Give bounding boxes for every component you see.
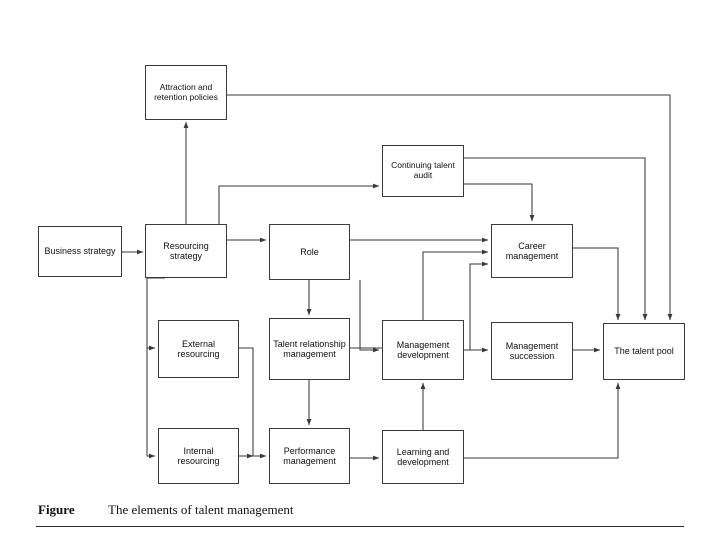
edge-career-to-talent-pool [573, 247, 621, 321]
edge-audit-to-talent-pool [464, 157, 648, 321]
node-resourcing-strategy[interactable]: Resourcing strategy [145, 224, 227, 278]
node-label: External resourcing [177, 338, 220, 359]
edge-resourcing-to-external [146, 277, 165, 351]
caption-divider [36, 526, 684, 527]
node-label: Resourcing strategy [163, 240, 209, 261]
edge-external-to-performance [239, 347, 267, 459]
node-label: Management succession [505, 340, 559, 361]
node-label: Continuing talent audit [391, 160, 455, 180]
edge-attraction-to-talent-pool [227, 94, 673, 321]
node-label: Career management [505, 240, 559, 261]
node-label: Management development [396, 339, 450, 360]
node-continuing-talent-audit[interactable]: Continuing talent audit [382, 145, 464, 197]
figure-caption-title: The elements of talent management [108, 502, 294, 517]
node-learning-and-development[interactable]: Learning and development [382, 430, 464, 484]
node-internal-resourcing[interactable]: Internal resourcing [158, 428, 239, 484]
node-label: Role [300, 246, 319, 257]
node-label: Internal resourcing [177, 445, 220, 466]
node-business-strategy[interactable]: Business strategy [38, 226, 122, 277]
node-talent-relationship-management[interactable]: Talent relationship management [269, 318, 350, 380]
node-attraction-retention-policies[interactable]: Attraction and retention policies [145, 65, 227, 120]
edge-learning-to-talent-pool [464, 382, 621, 459]
node-performance-management[interactable]: Performance management [269, 428, 350, 484]
talent-management-flowchart: Attraction and retention policies Contin… [38, 65, 685, 484]
node-label: Business strategy [44, 246, 116, 257]
edge-audit-to-career [464, 183, 535, 222]
edge-mgmt-development-to-career [464, 261, 489, 351]
node-management-succession[interactable]: Management succession [491, 322, 573, 380]
node-label: Learning and development [396, 446, 450, 467]
flowchart-connectors [122, 94, 673, 461]
figure-caption-label: Figure [38, 502, 75, 517]
node-label: Performance management [283, 445, 336, 466]
node-management-development[interactable]: Management development [382, 320, 464, 380]
edge-resourcing-to-internal [146, 348, 156, 459]
node-label: The talent pool [614, 346, 674, 357]
edge-role-to-mgmt-development [359, 280, 380, 353]
node-role[interactable]: Role [269, 224, 350, 280]
figure-caption: Figure The elements of talent management [0, 497, 720, 540]
edge-resourcing-to-audit [218, 183, 380, 224]
node-external-resourcing[interactable]: External resourcing [158, 320, 239, 378]
node-career-management[interactable]: Career management [491, 224, 573, 278]
node-label: Talent relationship management [273, 338, 346, 359]
node-the-talent-pool[interactable]: The talent pool [603, 323, 685, 380]
node-label: Attraction and retention policies [154, 81, 218, 102]
